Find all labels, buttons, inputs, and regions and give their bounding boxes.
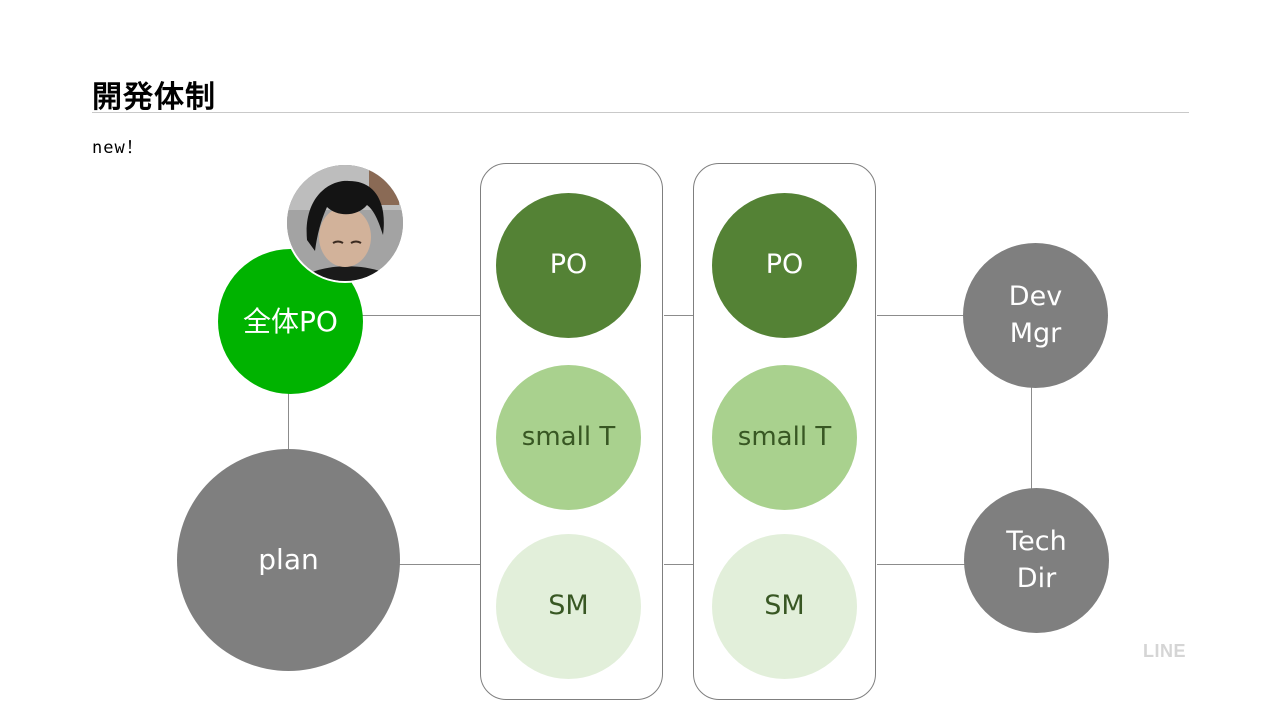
- team-2-sm-node: SM: [712, 534, 857, 679]
- plan-node: plan: [177, 449, 400, 671]
- title-divider: [92, 112, 1189, 113]
- dev-mgr-node: Dev Mgr: [963, 243, 1108, 388]
- tech-dir-node: Tech Dir: [964, 488, 1109, 633]
- team-box-2: [693, 163, 876, 700]
- connector-overall-po-to-team-1: [362, 315, 480, 316]
- team-1-member-node: small T: [496, 365, 641, 510]
- avatar-illustration: [287, 165, 403, 281]
- new-note: new！: [92, 138, 144, 158]
- connector-team-2-to-dev-mgr: [877, 315, 964, 316]
- connector-plan-to-team-1: [399, 564, 480, 565]
- connector-team-1-to-team-2-bottom: [664, 564, 693, 565]
- connector-team-2-to-tech-dir: [877, 564, 965, 565]
- slide-title: 開発体制: [92, 80, 216, 115]
- team-2-member-node: small T: [712, 365, 857, 510]
- person-photo-icon: [285, 163, 405, 283]
- connector-overall-po-to-plan: [288, 392, 289, 449]
- connector-team-1-to-team-2-top: [664, 315, 693, 316]
- team-box-1: [480, 163, 663, 700]
- team-1-sm-node: SM: [496, 534, 641, 679]
- connector-dev-mgr-to-tech-dir: [1031, 387, 1032, 489]
- team-2-po-node: PO: [712, 193, 857, 338]
- brand-logo: LINE: [1143, 641, 1187, 661]
- team-1-po-node: PO: [496, 193, 641, 338]
